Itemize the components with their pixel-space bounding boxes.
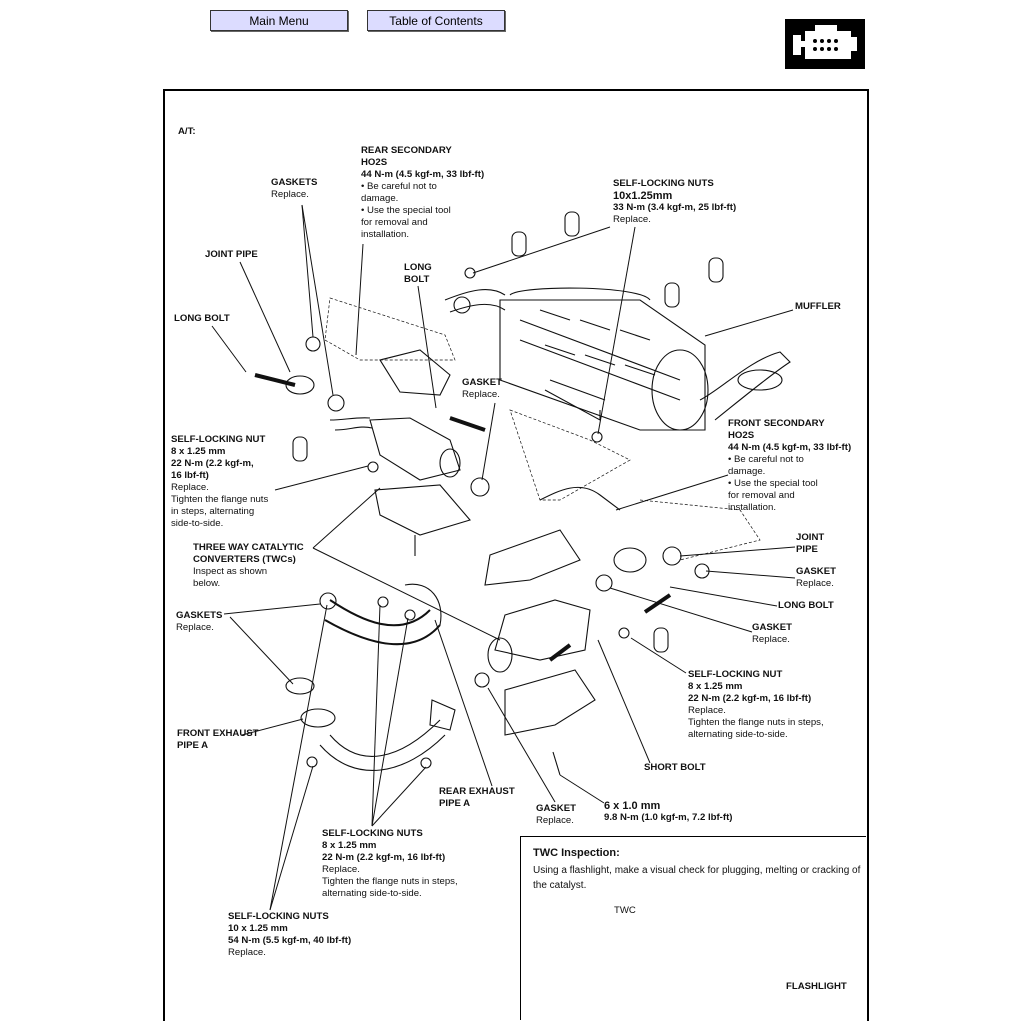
long-bolt-right-label: LONG BOLT: [778, 600, 834, 611]
joint-pipe-left-label: JOINT PIPE: [205, 249, 258, 260]
short-bolt-label: SHORT BOLT: [644, 762, 706, 773]
self-locking-nut-left-label: SELF-LOCKING NUT 8 x 1.25 mm 22 N-m (2.2…: [171, 434, 269, 529]
gasket-mid-label: GASKET Replace.: [462, 377, 502, 400]
main-menu-button[interactable]: Main Menu: [210, 10, 348, 31]
muffler-label: MUFFLER: [795, 301, 841, 312]
twc-inspection-box: TWC Inspection: Using a flashlight, make…: [520, 836, 866, 1020]
variant-label: A/T:: [178, 126, 196, 137]
self-locking-nuts-top-right-label: SELF-LOCKING NUTS 10x1.25mm 33 N-m (3.4 …: [613, 178, 737, 225]
upper-twc-drawing: [254, 336, 490, 556]
rubber-hangers: [292, 211, 724, 653]
twc-inspection-title: TWC Inspection:: [533, 847, 620, 859]
twc-label: TWC: [614, 905, 636, 916]
long-bolt-mid-label: LONG BOLT: [404, 262, 432, 285]
leader-lines: [211, 204, 796, 911]
joint-pipe-right-label: JOINT PIPE: [796, 532, 825, 555]
assembly-outlines: [324, 297, 761, 561]
three-way-catalytic-converters-label: THREE WAY CATALYTIC CONVERTERS (TWCs) In…: [193, 542, 304, 589]
gasket-right2-label: GASKET Replace.: [752, 622, 792, 645]
rear-exhaust-pipe-label: REAR EXHAUST PIPE A: [439, 786, 515, 809]
front-exhaust-pipe-drawing: [285, 583, 490, 771]
gaskets-left-label: GASKETS Replace.: [176, 610, 223, 633]
front-secondary-ho2s-label: FRONT SECONDARY HO2S 44 N-m (4.5 kgf-m, …: [728, 418, 852, 513]
flashlight-label: FLASHLIGHT: [786, 981, 847, 992]
lower-twc-drawing: [484, 486, 710, 776]
muffler-drawing: [444, 287, 791, 431]
engine-icon: [785, 19, 865, 69]
self-locking-nuts-bottom-mid-label: SELF-LOCKING NUTS 8 x 1.25 mm 22 N-m (2.…: [322, 828, 458, 899]
twc-inspection-text: Using a flashlight, make a visual check …: [533, 865, 861, 891]
gasket-bottom-label: GASKET Replace.: [536, 803, 576, 826]
rear-secondary-ho2s-label: REAR SECONDARY HO2S 44 N-m (4.5 kgf-m, 3…: [361, 145, 485, 240]
gaskets-top-label: GASKETS Replace.: [271, 177, 318, 200]
front-exhaust-pipe-label: FRONT EXHAUST PIPE A: [177, 728, 259, 751]
diagram-frame: [163, 89, 869, 1021]
table-of-contents-button[interactable]: Table of Contents: [367, 10, 505, 31]
gasket-right1-label: GASKET Replace.: [796, 566, 836, 589]
self-locking-nut-right-label: SELF-LOCKING NUT 8 x 1.25 mm 22 N-m (2.2…: [688, 669, 824, 740]
bolt-6x1-label: 6 x 1.0 mm 9.8 N-m (1.0 kgf-m, 7.2 lbf-f…: [604, 800, 733, 823]
long-bolt-left-label: LONG BOLT: [174, 313, 230, 324]
self-locking-nuts-bottom-left-label: SELF-LOCKING NUTS 10 x 1.25 mm 54 N-m (5…: [228, 911, 352, 958]
